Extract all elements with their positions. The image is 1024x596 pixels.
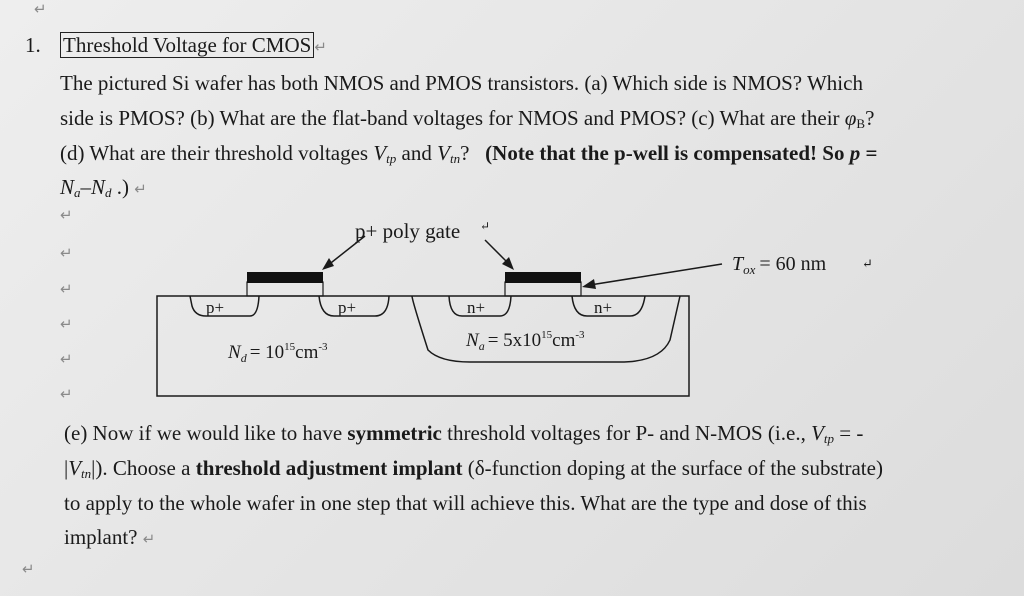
n-plus-right-label: n+ (594, 298, 612, 317)
part-e-line-3: to apply to the whole wafer in one step … (64, 491, 867, 515)
na-doping-label: Na= 5x1015cm-3 (465, 329, 585, 353)
p-well (411, 295, 681, 363)
part-e-line-1: (e) Now if we would like to have symmetr… (64, 421, 864, 446)
gate-arrowhead-right (502, 257, 514, 270)
return-mark: ↵ (60, 244, 73, 262)
p-plus-right-label: p+ (338, 298, 356, 317)
return-mark: ↵ (60, 385, 73, 403)
return-mark: ↵ (34, 0, 47, 18)
tox-label: Tox= 60 nm (732, 253, 827, 277)
substrate-box (156, 295, 690, 397)
problem-title: Threshold Voltage for CMOS (60, 32, 315, 58)
gate-oxide-left (246, 281, 324, 297)
intro-line-2: side is PMOS? (b) What are the flat-band… (60, 106, 875, 131)
return-mark: ↵ (862, 256, 873, 271)
problem-title-line: Threshold Voltage for CMOS↵ (60, 28, 327, 64)
tox-arrow (589, 263, 723, 286)
return-mark: ↵ (60, 280, 73, 298)
return-mark: ↵ (60, 350, 73, 368)
intro-line-1: The pictured Si wafer has both NMOS and … (60, 71, 863, 95)
p-plus-right-region (318, 295, 390, 317)
part-e-line-4: implant? ↵ (64, 525, 156, 549)
part-e-line-2: |Vtn|). Choose a threshold adjustment im… (64, 456, 883, 481)
return-mark: ↵ (22, 560, 35, 578)
problem-number: 1. (25, 33, 41, 57)
poly-gate-left (247, 272, 323, 283)
return-mark: ↵ (480, 219, 490, 233)
gate-arrow-right (484, 239, 510, 265)
gate-arrowhead-left (322, 258, 334, 270)
intro-line-4: Na–Nd .) ↵ (60, 175, 147, 200)
gate-arrow-left (326, 235, 366, 267)
nd-doping-label: Nd= 1015cm-3 (227, 341, 328, 365)
return-mark: ↵ (60, 315, 73, 333)
n-plus-right-region (571, 295, 646, 317)
n-plus-left-region (448, 295, 512, 317)
n-plus-left-label: n+ (467, 298, 485, 317)
return-mark: ↵ (60, 206, 73, 224)
gate-oxide-right (504, 281, 582, 297)
p-plus-left-label: p+ (206, 298, 224, 317)
p-plus-left-region (189, 295, 260, 317)
intro-line-3: (d) What are their threshold voltages Vt… (60, 141, 878, 166)
poly-gate-right (505, 272, 581, 283)
tox-arrowhead (582, 279, 596, 289)
gate-label: p+ poly gate (355, 219, 460, 243)
